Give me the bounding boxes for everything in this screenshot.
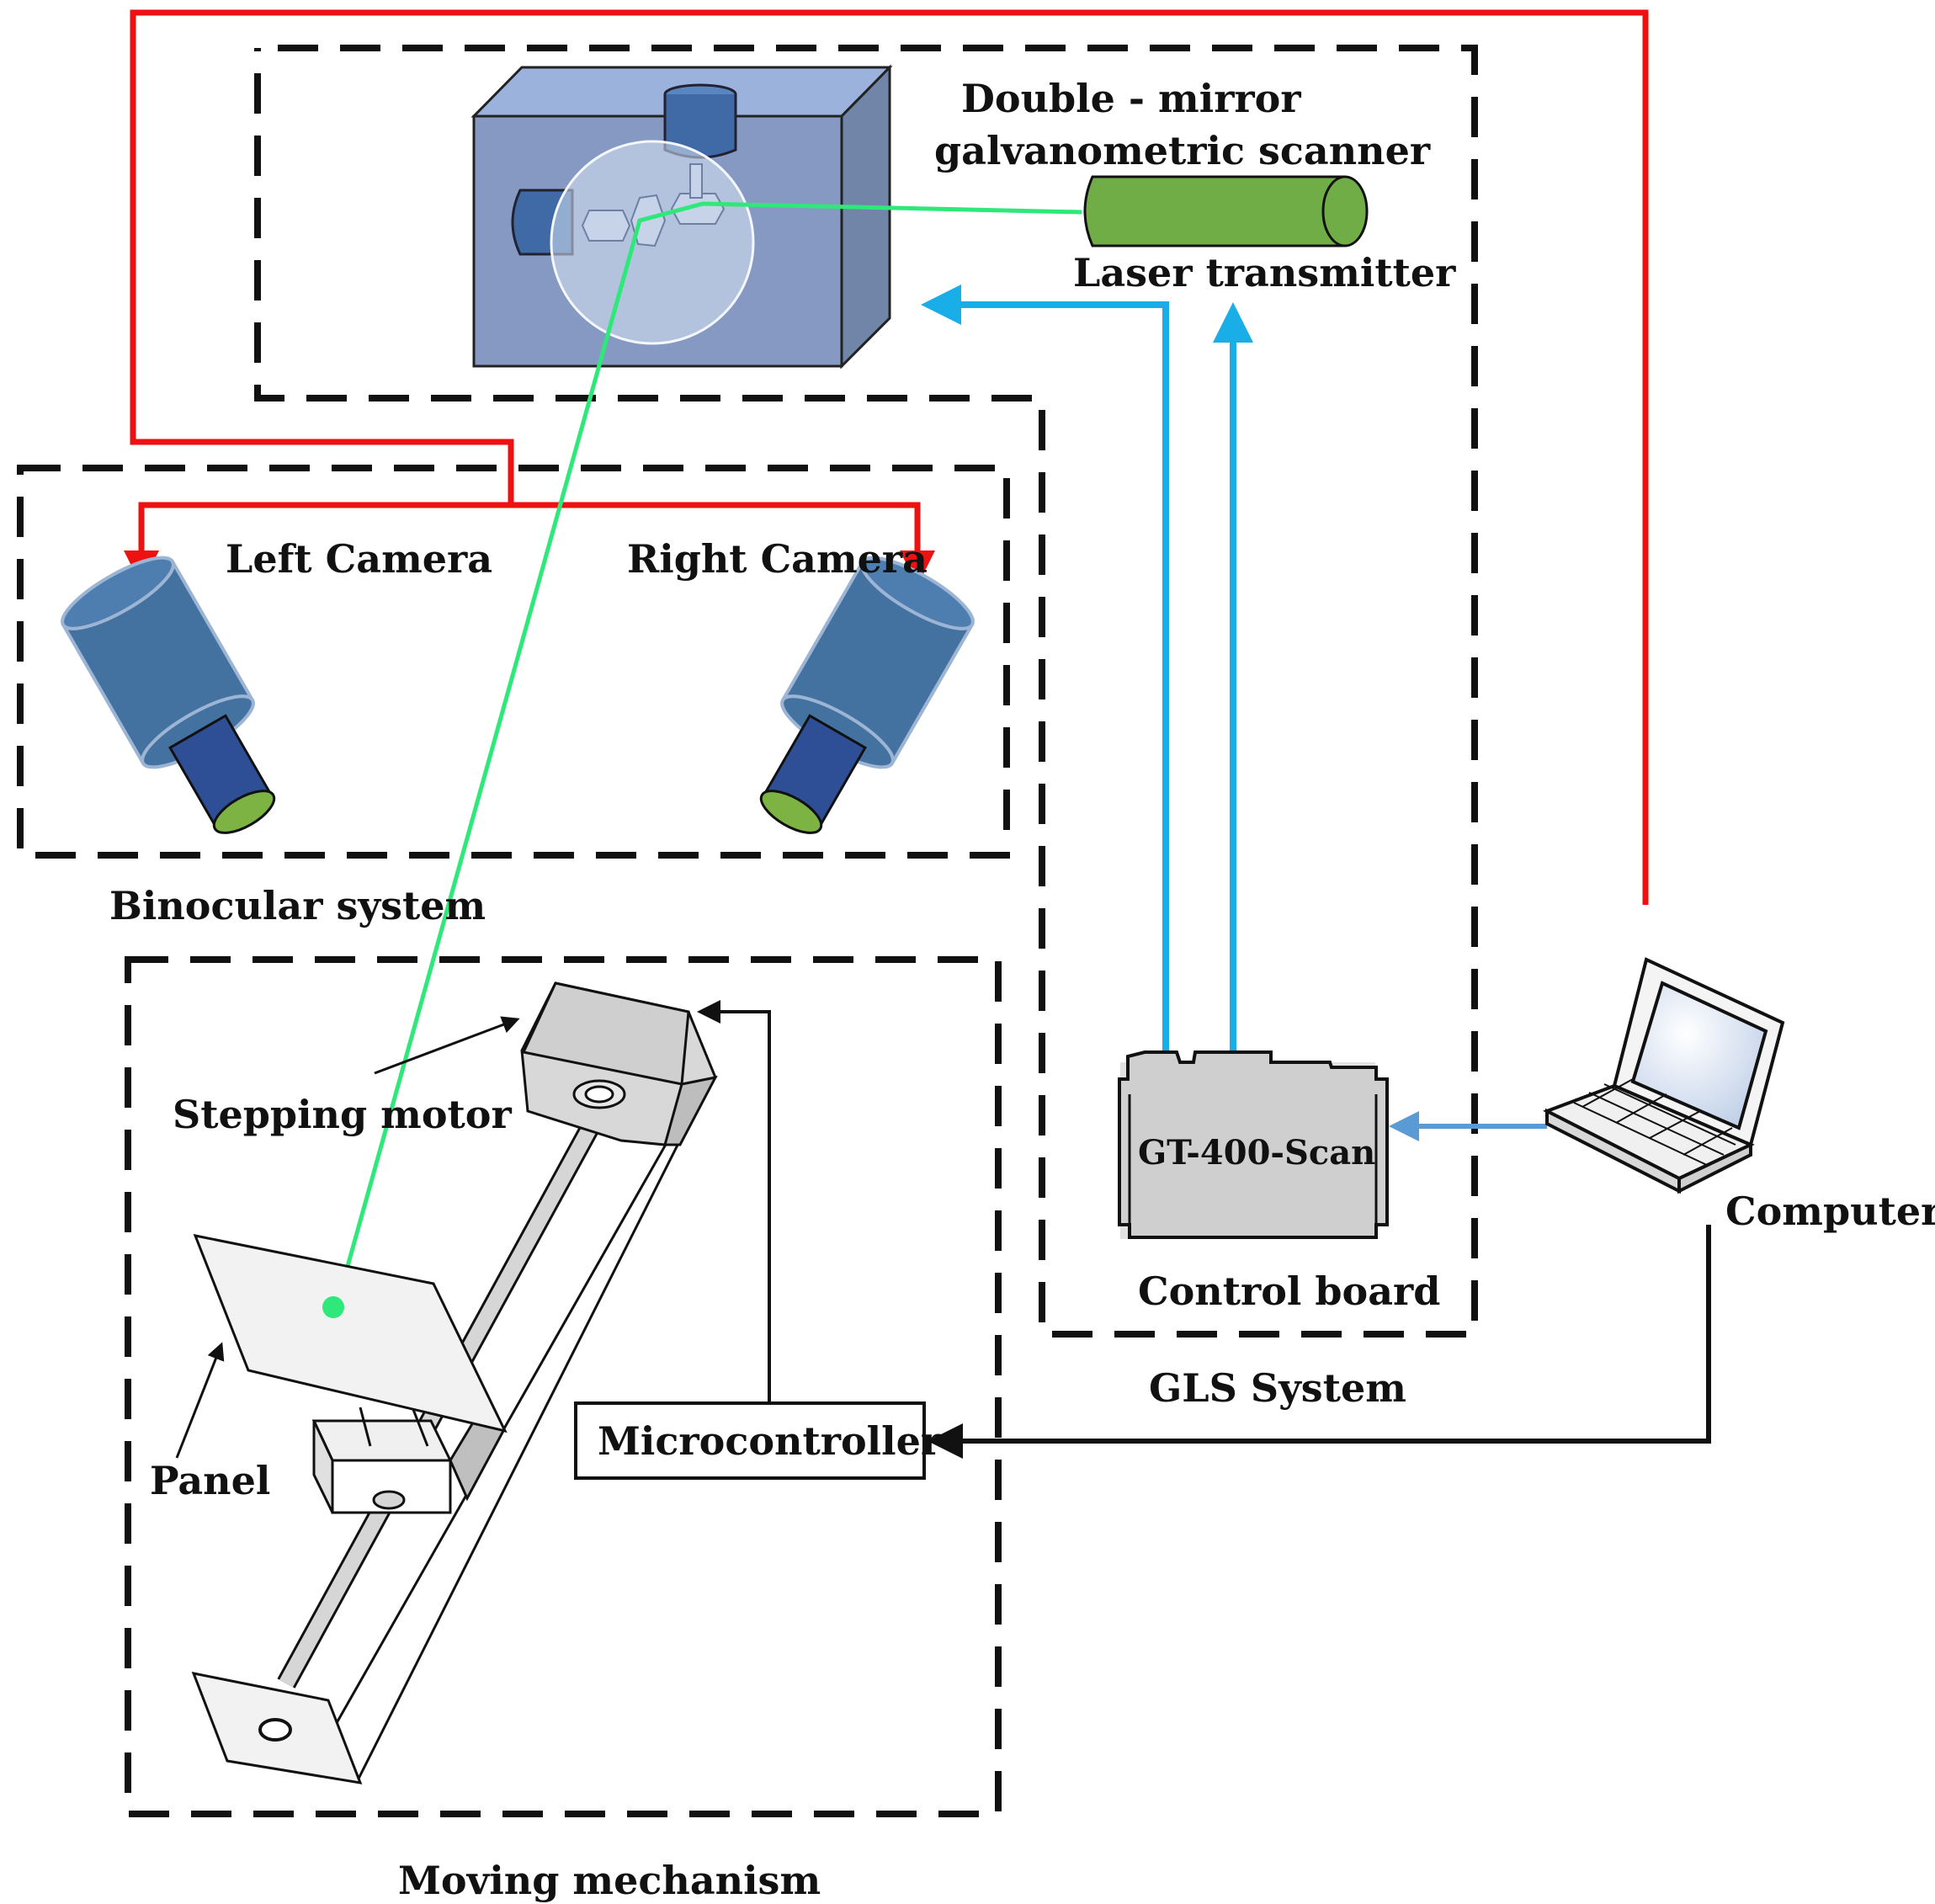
- gls-system-label: GLS System: [1149, 1365, 1406, 1411]
- microcontroller-box: [574, 1401, 926, 1480]
- microcontroller-to-motor-line: [697, 1000, 771, 1403]
- binocular-group-border: [17, 465, 1010, 859]
- left-camera: [61, 556, 276, 834]
- laser-transmitter: [1083, 175, 1369, 247]
- panel-pointer: [175, 1342, 225, 1459]
- keyboard-grid: [1573, 1078, 1736, 1167]
- left-camera-label: Left Camera: [226, 536, 492, 582]
- moving-mechanism-label: Moving mechanism: [398, 1858, 821, 1903]
- computer-label: Computer: [1725, 1189, 1935, 1234]
- scanner-label-line2: galvanometric scanner: [934, 128, 1431, 173]
- right-camera: [759, 556, 975, 834]
- right-camera-label: Right Camera: [627, 536, 928, 582]
- panel-label: Panel: [150, 1458, 270, 1503]
- control-signal-lines: [921, 285, 1253, 1052]
- moving-group-border: [125, 956, 1002, 1817]
- laser-beam: [332, 201, 1082, 1312]
- galvanometric-scanner: [470, 64, 893, 370]
- microcontroller-label: Microcontroller: [598, 1418, 942, 1464]
- scanner-group-border: [254, 45, 1478, 1338]
- scanner-label-line1: Double - mirror: [961, 76, 1301, 121]
- board-chip-label: GT-400-Scan: [1138, 1133, 1375, 1173]
- binocular-label: Binocular system: [109, 883, 486, 928]
- stepping-motor-label: Stepping motor: [173, 1092, 512, 1137]
- control-board-label: Control board: [1138, 1268, 1440, 1314]
- laptop: [1543, 957, 1785, 1194]
- panel: [193, 1233, 508, 1433]
- control-board: [1118, 1050, 1389, 1239]
- stepping-motor-pointer: [374, 1016, 520, 1075]
- computer-to-microcontroller-line: [928, 1225, 1711, 1459]
- laser-label: Laser transmitter: [1073, 250, 1456, 295]
- laser-spot: [322, 1296, 344, 1318]
- camera-trigger-lines: [124, 9, 1649, 905]
